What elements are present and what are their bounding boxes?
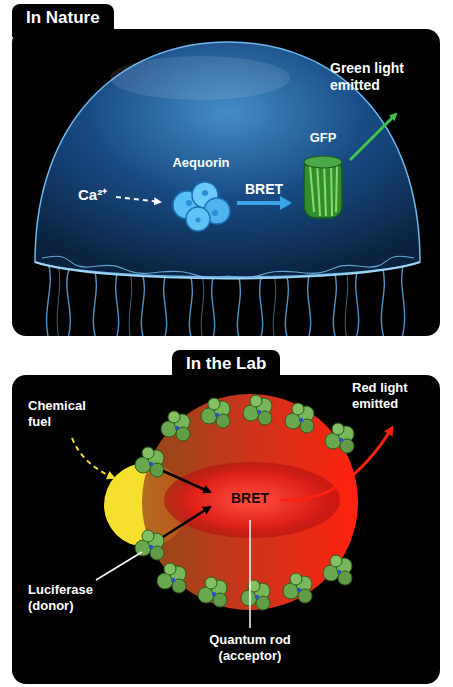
arrow-shaft [237,201,282,205]
aequorin-protein [165,175,237,235]
panel-tab: In the Lab [172,350,280,383]
aequorin-node: Aequorin [165,155,237,235]
gfp-node: GFP [292,130,354,225]
protein-label: Aequorin [165,155,237,171]
gfp-barrel [292,150,354,225]
fuel-label: Chemical fuel [28,398,108,430]
nature-panel: In NatureAequorin GFP Ca²⁺ Green light em… [12,4,440,336]
lab-panel: In the LabChemical fuelBRET Red light emi… [12,350,440,684]
protein-label: GFP [292,130,354,146]
part-label: Quantum rod (acceptor) [195,632,305,664]
emission-label: Red light emitted [352,380,438,412]
arrow-head [280,196,292,210]
bret-label: BRET [220,490,280,507]
bret-arrow [237,196,292,210]
edge-label: BRET [245,181,283,198]
ion-label: Ca²⁺ [78,186,122,204]
part-label: Luciferase (donor) [28,582,112,614]
panel-tab: In Nature [12,4,114,37]
emission-label: Green light emitted [330,60,430,94]
